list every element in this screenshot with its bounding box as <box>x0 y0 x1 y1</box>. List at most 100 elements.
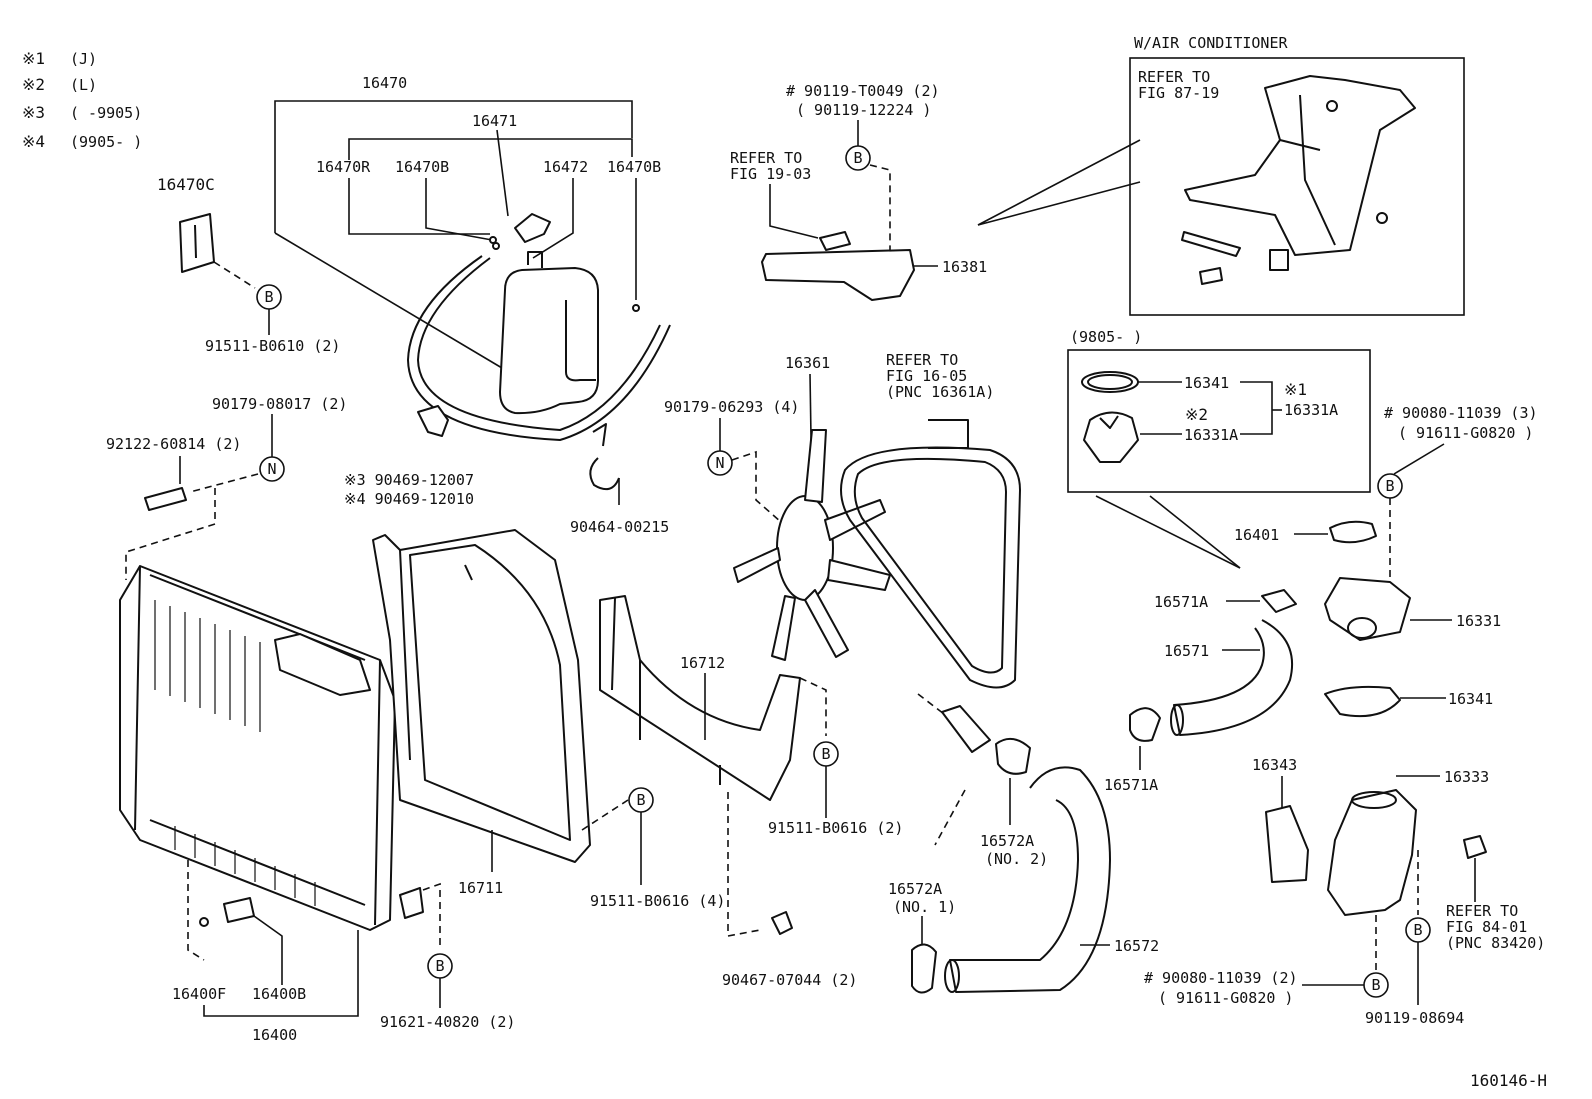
label-90469-12007: ※3 90469-12007 <box>344 471 474 489</box>
label-16571: 16571 <box>1164 642 1209 660</box>
bracket-16331a <box>1240 381 1273 435</box>
label-91611-g0820-low: ( 91611-G0820 ) <box>1158 989 1293 1007</box>
label-16572: 16572 <box>1114 937 1159 955</box>
callout-b-radiator-letter: B <box>435 957 444 975</box>
compressor-bracket <box>1184 75 1416 256</box>
reservoir-hose <box>417 257 661 431</box>
belt-leader-box <box>928 419 969 449</box>
callout-b-shroud-letter: B <box>636 791 645 809</box>
dash-pipe <box>917 693 945 715</box>
water-inlet-port <box>1347 617 1377 639</box>
legend-mark-3: ※3 <box>22 103 45 122</box>
label-refer-84-01-c: (PNC 83420) <box>1446 934 1545 952</box>
compressor-bolt-long <box>1181 231 1241 257</box>
air-conditioner-box <box>1129 57 1465 316</box>
clip-90467 <box>771 911 793 935</box>
label-16572a-no2: 16572A <box>980 832 1034 850</box>
callout-b-bracket <box>845 145 871 171</box>
cooling-fan-group: 16361 90179-06293 (4) N <box>664 354 891 661</box>
lower-hose-16572 <box>949 766 1111 993</box>
heading-air-conditioner: W/AIR CONDITIONER <box>1134 34 1288 52</box>
fan-blade-5 <box>771 595 796 661</box>
radiator-mount-fasteners: 90179-08017 (2) 92122-60814 (2) N <box>106 395 347 580</box>
leader-16470 <box>274 100 633 233</box>
water-outlet-port <box>1351 791 1397 809</box>
drain-washer-16400f <box>199 917 209 927</box>
bracket-hole-2 <box>1376 212 1388 224</box>
compressor-bolt-short <box>1199 267 1223 285</box>
dash-bracket-b <box>869 164 891 250</box>
drive-belt-group: REFER TO FIG 16-05 (PNC 16361A) <box>840 351 1021 689</box>
water-pipe <box>941 705 991 753</box>
lower-shroud-detail <box>611 597 721 785</box>
gasket-16341-low <box>1324 685 1401 718</box>
callout-b-bracket-letter: B <box>853 149 862 167</box>
label-16343: 16343 <box>1252 756 1297 774</box>
legend-text-2: (L) <box>70 76 97 94</box>
air-cond-pointer-top <box>977 139 1141 226</box>
label-90119-12224: ( 90119-12224 ) <box>796 101 931 119</box>
label-16401: 16401 <box>1234 526 1279 544</box>
upper-hose-16571 <box>1173 619 1294 736</box>
label-90464-00215: 90464-00215 <box>570 518 669 536</box>
lower-shroud-group: 16712 B 91511-B0616 (2) 90467-07044 (2) <box>599 595 903 989</box>
callout-b-outlet-right-letter: B <box>1413 921 1422 939</box>
label-16400b: 16400B <box>252 985 306 1003</box>
dash-stud-radiator <box>125 488 216 580</box>
label-16341-low: 16341 <box>1448 690 1493 708</box>
water-inlet-16331 <box>1324 577 1411 641</box>
leader-16470-tank <box>274 232 503 369</box>
gasket-16343 <box>1265 805 1309 883</box>
label-90119-08694: 90119-08694 <box>1365 1009 1464 1027</box>
reservoir-hose-outer <box>407 255 671 441</box>
bracket-bolt <box>819 231 851 251</box>
thermostat-box <box>1067 349 1371 493</box>
hose-clip-small-2 <box>492 242 500 250</box>
lower-hose-end <box>944 959 960 993</box>
leader-refer-19-03 <box>769 184 819 239</box>
label-16712: 16712 <box>680 654 725 672</box>
callout-n-left <box>259 456 285 482</box>
gasket-16401 <box>1329 520 1377 544</box>
shroud-detail <box>399 549 473 761</box>
label-16470c: 16470C <box>157 175 215 194</box>
label-16470b-left: 16470B <box>395 158 449 176</box>
label-16572a-no1: 16572A <box>888 880 942 898</box>
label-mark-2: ※2 <box>1185 405 1208 424</box>
label-16361: 16361 <box>785 354 830 372</box>
label-16341-top: 16341 <box>1184 374 1229 392</box>
legend-text-1: (J) <box>70 50 97 68</box>
legend-mark-1: ※1 <box>22 49 45 68</box>
label-91511-b0616-4: 91511-B0616 (4) <box>590 892 725 910</box>
reservoir-groove <box>565 300 596 382</box>
bracket-16381-group: # 90119-T0049 (2) ( 90119-12224 ) B REFE… <box>730 82 1141 301</box>
gasket-16341-top-inner <box>1087 374 1133 390</box>
leader-16400 <box>203 930 359 1017</box>
radiator-assembly: 16400F 16400B 16400 B 91621-40820 (2) <box>119 565 515 1044</box>
legend-mark-2: ※2 <box>22 75 45 94</box>
label-refer-84-01-b: FIG 84-01 <box>1446 918 1527 936</box>
label-refer-16-05-a: REFER TO <box>886 351 958 369</box>
label-refer-16-05-b: FIG 16-05 <box>886 367 967 385</box>
label-16711: 16711 <box>458 879 503 897</box>
water-outlet-16333 <box>1327 789 1417 916</box>
label-refer-87-19-a: REFER TO <box>1138 68 1210 86</box>
shroud-lower-16712 <box>599 595 801 801</box>
compressor-bracket-detail <box>1279 94 1336 246</box>
hose-clip-90464 <box>589 423 620 491</box>
reservoir-cap <box>514 213 551 243</box>
lower-hose-group: 16572A (NO. 2) 16572 16572A (NO. 1) <box>888 693 1159 994</box>
reservoir-bracket-slot <box>194 224 197 259</box>
drive-belt-inner <box>853 457 1007 674</box>
legend-text-4: (9905- ) <box>70 133 142 151</box>
fan-blade-1 <box>804 429 827 503</box>
reservoir-group: 16470 16471 16470R 16470B 16472 16470B 1… <box>157 74 671 536</box>
bracket-16381 <box>761 249 915 301</box>
label-90179-08017: 90179-08017 (2) <box>212 395 347 413</box>
air-conditioner-inset: W/AIR CONDITIONER REFER TO FIG 87-19 <box>1129 34 1465 316</box>
figure-code: 160146-H <box>1470 1071 1547 1090</box>
label-90119-t0049: # 90119-T0049 (2) <box>786 82 940 100</box>
thermostat-inset: (9805- ) 16341 16331A ※1 16331A ※2 <box>1067 328 1371 569</box>
label-16471: 16471 <box>472 112 517 130</box>
